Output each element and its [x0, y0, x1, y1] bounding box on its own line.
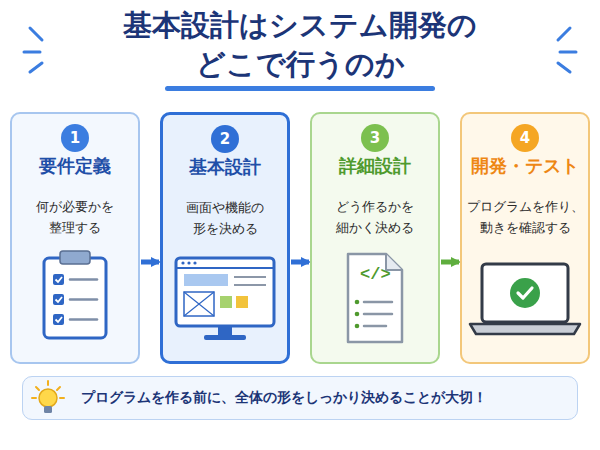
- card-fill: [10, 112, 140, 364]
- step-heading: 詳細設計: [312, 154, 438, 178]
- process-card: 要件定義何が必要かを 整理する 1: [10, 112, 140, 364]
- step-heading: 基本設計: [163, 155, 287, 179]
- step-number: 4: [520, 131, 530, 146]
- flow-arrow: [141, 260, 159, 265]
- step-number-badge: 3: [361, 124, 389, 152]
- step-description: どう作るかを 細かく決める: [315, 196, 435, 239]
- laptop-icon: [470, 264, 580, 334]
- title-underline: [165, 86, 435, 91]
- note-fill: [22, 376, 578, 420]
- step-number-badge: 2: [211, 125, 239, 153]
- monitor-icon: [176, 258, 274, 340]
- step-number: 2: [220, 132, 230, 147]
- diagram-title: 基本設計はシステム開発の どこで行うのか: [70, 6, 530, 85]
- code-document-icon: [348, 254, 402, 342]
- process-card: 開発・テストプログラムを作り、 動きを確認する 4: [460, 112, 590, 364]
- step-number-badge: 1: [61, 124, 89, 152]
- note-box: プログラムを作る前に、全体の形をしっかり決めることが大切！: [22, 376, 578, 420]
- step-description: 何が必要かを 整理する: [15, 196, 135, 239]
- card-fill: [460, 112, 590, 364]
- process-card: 詳細設計どう作るかを 細かく決める 3: [310, 112, 440, 364]
- step-number: 1: [70, 131, 80, 146]
- step-description: プログラムを作り、 動きを確認する: [465, 196, 585, 239]
- code-symbol: </>: [360, 265, 391, 284]
- lightbulb-icon: [32, 381, 64, 413]
- step-heading: 開発・テスト: [462, 154, 588, 178]
- step-number-badge: 4: [511, 124, 539, 152]
- step-description: 画面や機能の 形を決める: [166, 197, 284, 240]
- clipboard-icon: [44, 251, 106, 338]
- flow-arrow: [291, 260, 309, 265]
- step-number: 3: [370, 131, 380, 146]
- step-heading: 要件定義: [12, 154, 138, 178]
- note-text: プログラムを作る前に、全体の形をしっかり決めることが大切！: [23, 389, 487, 407]
- flow-arrow: [441, 260, 459, 265]
- card-fill: [310, 112, 440, 364]
- process-card: 基本設計画面や機能の 形を決める 2: [160, 112, 290, 364]
- card-fill: [160, 112, 290, 364]
